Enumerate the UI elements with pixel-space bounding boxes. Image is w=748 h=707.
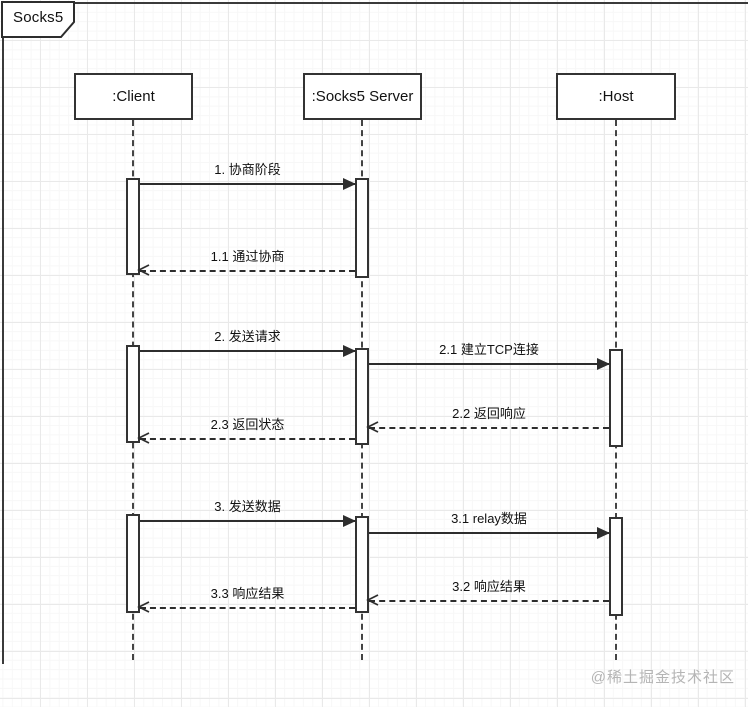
filled-arrowhead-icon — [597, 527, 610, 539]
open-arrowhead-icon — [137, 432, 151, 446]
message-line — [140, 438, 355, 440]
open-arrowhead-icon — [366, 594, 380, 608]
message-line — [369, 363, 609, 365]
filled-arrowhead-icon — [343, 178, 356, 190]
filled-arrowhead-icon — [343, 515, 356, 527]
message-label: 3.2 响应结果 — [452, 579, 526, 594]
open-arrowhead-icon — [137, 264, 151, 278]
message-line — [140, 520, 355, 522]
message-line — [369, 600, 609, 602]
activation-client-2 — [126, 345, 140, 443]
message-label: 3. 发送数据 — [214, 499, 281, 514]
activation-server-3 — [355, 516, 369, 613]
message-line — [140, 270, 355, 272]
message-line — [140, 607, 355, 609]
message-line — [140, 350, 355, 352]
open-arrowhead-icon — [366, 421, 380, 435]
open-arrowhead-icon — [137, 601, 151, 615]
message-label: 3.3 响应结果 — [210, 586, 285, 601]
message-label: 1.1 通过协商 — [210, 249, 285, 264]
frame-tab-shape — [1, 1, 75, 38]
message-label: 1. 协商阶段 — [214, 162, 281, 177]
actor-box-socks5-server: :Socks5 Server — [303, 73, 422, 120]
activation-host-3 — [609, 517, 623, 616]
message-label: 3.1 relay数据 — [451, 511, 527, 526]
activation-server-1 — [355, 178, 369, 278]
frame-title-tab: Socks5 — [1, 1, 81, 39]
actor-box-client: :Client — [74, 73, 193, 120]
message-label: 2.1 建立TCP连接 — [439, 342, 539, 357]
message-label: 2. 发送请求 — [214, 329, 281, 344]
watermark-text: @稀土掘金技术社区 — [590, 669, 735, 686]
frame-title: Socks5 — [13, 9, 64, 26]
actor-name: :Client — [112, 88, 155, 105]
message-line — [369, 427, 609, 429]
actor-box-host: :Host — [556, 73, 676, 120]
filled-arrowhead-icon — [343, 345, 356, 357]
actor-name: :Socks5 Server — [311, 88, 414, 105]
activation-client-3 — [126, 514, 140, 613]
actor-name: :Host — [598, 88, 634, 105]
message-line — [369, 532, 609, 534]
message-label: 2.2 返回响应 — [452, 406, 526, 421]
activation-server-2 — [355, 348, 369, 445]
message-label: 2.3 返回状态 — [210, 417, 285, 432]
filled-arrowhead-icon — [597, 358, 610, 370]
activation-client-1 — [126, 178, 140, 275]
activation-host-2 — [609, 349, 623, 447]
message-line — [140, 183, 355, 185]
